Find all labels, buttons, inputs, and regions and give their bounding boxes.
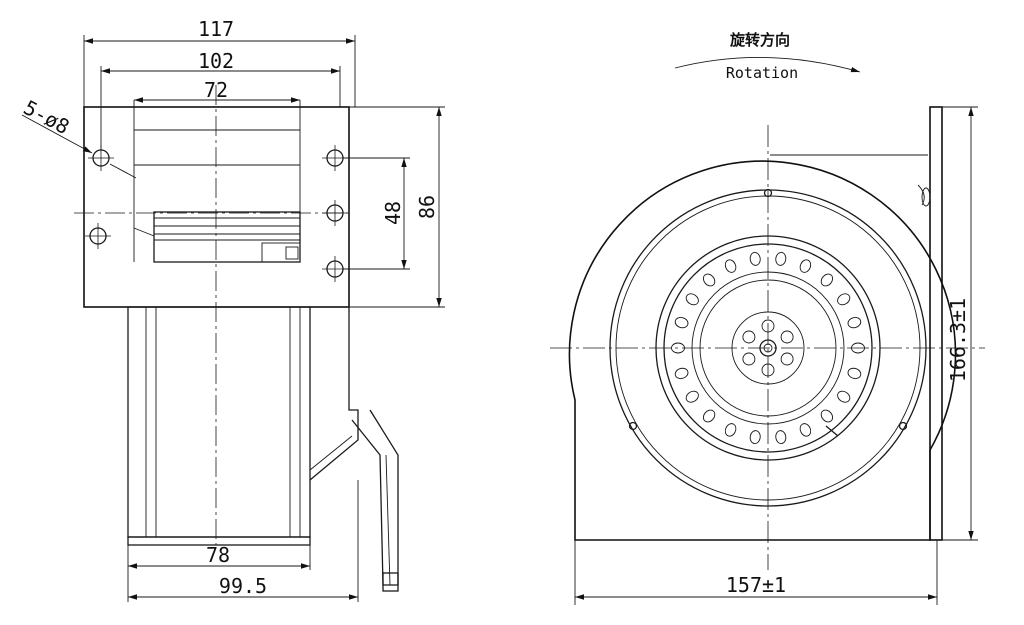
mounting-flange (83, 106, 350, 308)
blade-hole (847, 367, 862, 379)
dim-48: 48 (381, 201, 405, 225)
rotation-arrow (674, 57, 861, 73)
motor-body (127, 306, 311, 538)
blade-hole (702, 409, 716, 423)
blade-hole (775, 251, 787, 266)
blade-hole (685, 293, 699, 306)
dim-166-3: 166.3±1 (946, 298, 970, 382)
rotation-label-en: Rotation (726, 64, 798, 82)
blade-hole (749, 430, 761, 445)
hub-hole (742, 330, 756, 344)
dim-117: 117 (198, 17, 234, 41)
rotation-label-cn: 旋转方向 (729, 31, 790, 49)
blade-hole (799, 423, 812, 437)
dim-157: 157±1 (726, 573, 786, 597)
blade-hole (820, 273, 834, 287)
blade-hole (837, 390, 851, 403)
hub-hole (780, 352, 794, 366)
blade-hole (724, 423, 737, 437)
blade-hole (674, 317, 689, 329)
blade-hole (847, 317, 862, 329)
dim-78: 78 (206, 543, 230, 567)
blower-housing (568, 160, 957, 541)
dim-86: 86 (415, 195, 439, 219)
blade-hole (820, 409, 834, 423)
blade-hole (837, 293, 851, 306)
connector-block (153, 211, 301, 263)
dim-99-5: 99.5 (219, 574, 267, 598)
blade-hole (799, 259, 812, 273)
blade-hole (724, 259, 737, 273)
front-view: 旋转方向 Rotation 157±1 (550, 31, 985, 605)
blade-hole (749, 251, 761, 266)
blade-hole (674, 367, 689, 379)
blade-hole (775, 430, 787, 445)
hub-hole (742, 352, 756, 366)
dim-102: 102 (198, 49, 234, 73)
impeller-blade-holes (671, 251, 865, 445)
blade-hole (702, 273, 716, 287)
dim-72: 72 (204, 78, 228, 102)
side-view: 117 102 72 5-ø8 48 86 78 99.5 (20, 17, 445, 602)
blade-hole (685, 390, 699, 403)
outlet-flange (929, 106, 943, 541)
hole-callout: 5-ø8 (20, 95, 74, 139)
hub-hole (780, 330, 794, 344)
